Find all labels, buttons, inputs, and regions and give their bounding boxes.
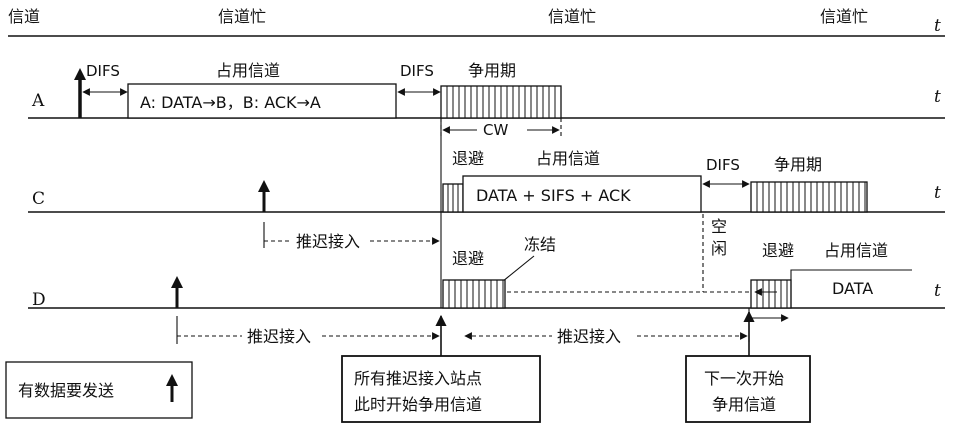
channel-label: 信道 xyxy=(8,7,40,26)
row-d-send-arrow-head xyxy=(171,276,183,288)
row-a-occupy-label: 占用信道 xyxy=(216,61,280,80)
channel-busy-label-3: 信道忙 xyxy=(820,7,868,26)
row-c-difs-label: DIFS xyxy=(706,156,740,174)
row-d-backoff-label: 退避 xyxy=(452,249,484,268)
callout-next-contention-line-2: 争用信道 xyxy=(712,395,776,414)
channel-busy-label-1: 信道忙 xyxy=(218,7,266,26)
row-c-send-arrow-head xyxy=(258,180,270,192)
row-a-axis-t: t xyxy=(934,87,941,107)
row-c-contention-label: 争用期 xyxy=(774,155,822,174)
row-d-frame-outline xyxy=(790,269,912,308)
row-d-idle-char-2: 闲 xyxy=(711,239,727,258)
row-d-idle-char-1: 空 xyxy=(711,217,727,236)
row-a-contention-slots xyxy=(446,86,556,118)
legend: 有数据要发送 xyxy=(5,361,193,419)
row-d-defer-1-label: 推迟接入 xyxy=(247,327,311,346)
row-c-contention-box xyxy=(750,181,868,213)
row-a-send-arrow-head xyxy=(74,68,86,80)
row-d-axis-t: t xyxy=(934,281,941,301)
row-d-freeze-label: 冻结 xyxy=(524,235,556,254)
row-c-defer-label: 推迟接入 xyxy=(296,232,360,251)
row-a-cw-label: CW xyxy=(483,121,508,139)
callout-start-contention-line-1: 所有推迟接入站点 xyxy=(354,369,482,388)
row-c-backoff-label: 退避 xyxy=(452,149,484,168)
row-c-axis-t: t xyxy=(934,183,941,203)
row-c-occupy-label: 占用信道 xyxy=(536,149,600,168)
row-d-occupy-label: 占用信道 xyxy=(824,241,888,260)
callout-start-contention-line-2: 此时开始争用信道 xyxy=(354,395,482,414)
row-c-frame-text: DATA + SIFS + ACK xyxy=(476,186,631,205)
row-c: C t 退避 占用信道 DATA + SIFS + ACK DIFS 争用期 推… xyxy=(28,149,945,251)
row-d-defer-2-label: 推迟接入 xyxy=(557,327,621,346)
channel-axis-t: t xyxy=(934,16,941,36)
row-d-label: D xyxy=(32,290,46,310)
row-a-frame-box xyxy=(127,83,397,119)
callout-next-contention: 下一次开始 争用信道 xyxy=(685,355,811,423)
legend-text: 有数据要发送 xyxy=(18,381,114,400)
row-a-difs-1: DIFS xyxy=(86,62,120,80)
row-c-backoff-slots xyxy=(447,184,459,212)
row-a: A t DIFS 占用信道 A: DATA→B，B: ACK→A DIFS 争用… xyxy=(28,61,945,139)
callout-start-contention: 所有推迟接入站点 此时开始争用信道 xyxy=(341,355,541,423)
row-c-frame-box xyxy=(462,175,702,213)
row-c-contention-slots xyxy=(756,182,866,212)
callout-next-contention-box xyxy=(685,355,811,423)
row-d-backoff-slots xyxy=(448,280,504,308)
legend-arrow-head-icon xyxy=(166,374,178,386)
row-d-frame-text: DATA xyxy=(832,279,873,298)
channel-row: 信道 信道忙 信道忙 信道忙 t xyxy=(8,7,945,37)
row-d-backoff-box-2 xyxy=(750,279,792,309)
row-d-backoff-box xyxy=(442,279,506,309)
row-d: D t 退避 冻结 空 闲 退避 占用信道 DATA 推迟接入 xyxy=(28,214,945,346)
row-a-label: A xyxy=(31,91,45,111)
channel-busy-label-2: 信道忙 xyxy=(548,7,596,26)
callout-next-contention-line-1: 下一次开始 xyxy=(704,369,784,388)
callout-start-contention-box xyxy=(341,355,541,423)
legend-box xyxy=(5,361,193,419)
row-a-difs-2: DIFS xyxy=(400,62,434,80)
row-d-backoff-label-2: 退避 xyxy=(762,241,794,260)
row-a-contention-label: 争用期 xyxy=(468,61,516,80)
row-c-label: C xyxy=(32,189,45,209)
row-a-frame-text: A: DATA→B，B: ACK→A xyxy=(140,93,321,112)
